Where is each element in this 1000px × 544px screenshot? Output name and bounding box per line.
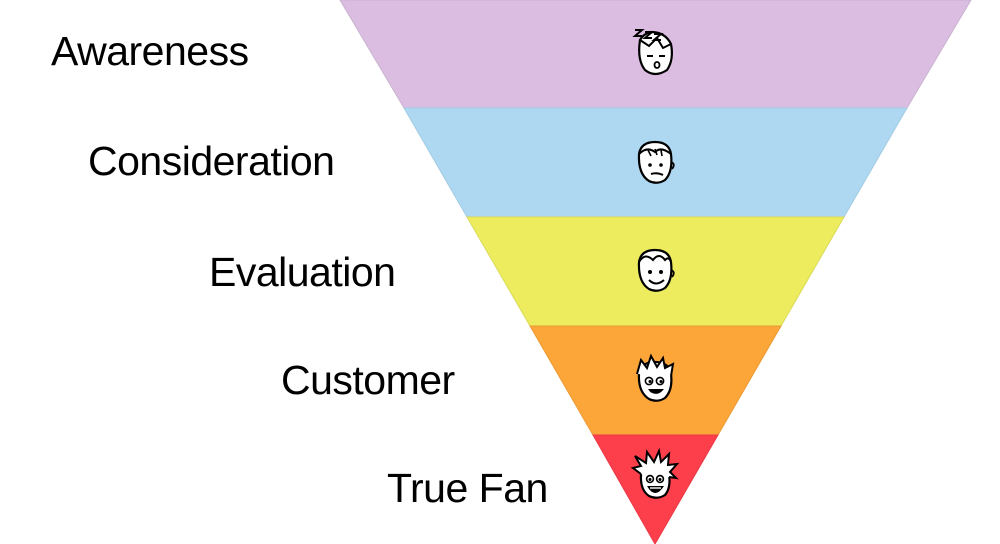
stage-label-true-fan: True Fan <box>387 465 548 511</box>
happy-face-icon <box>636 353 675 402</box>
stage-label-evaluation: Evaluation <box>209 249 396 295</box>
doubtful-face-icon <box>637 140 675 184</box>
stage-label-consideration: Consideration <box>88 138 335 184</box>
stage-label-awareness: Awareness <box>51 28 249 74</box>
smiling-face-icon <box>637 248 675 292</box>
excited-face-icon <box>630 447 680 499</box>
sleeping-face-icon <box>632 29 673 76</box>
stage-label-customer: Customer <box>281 357 455 403</box>
